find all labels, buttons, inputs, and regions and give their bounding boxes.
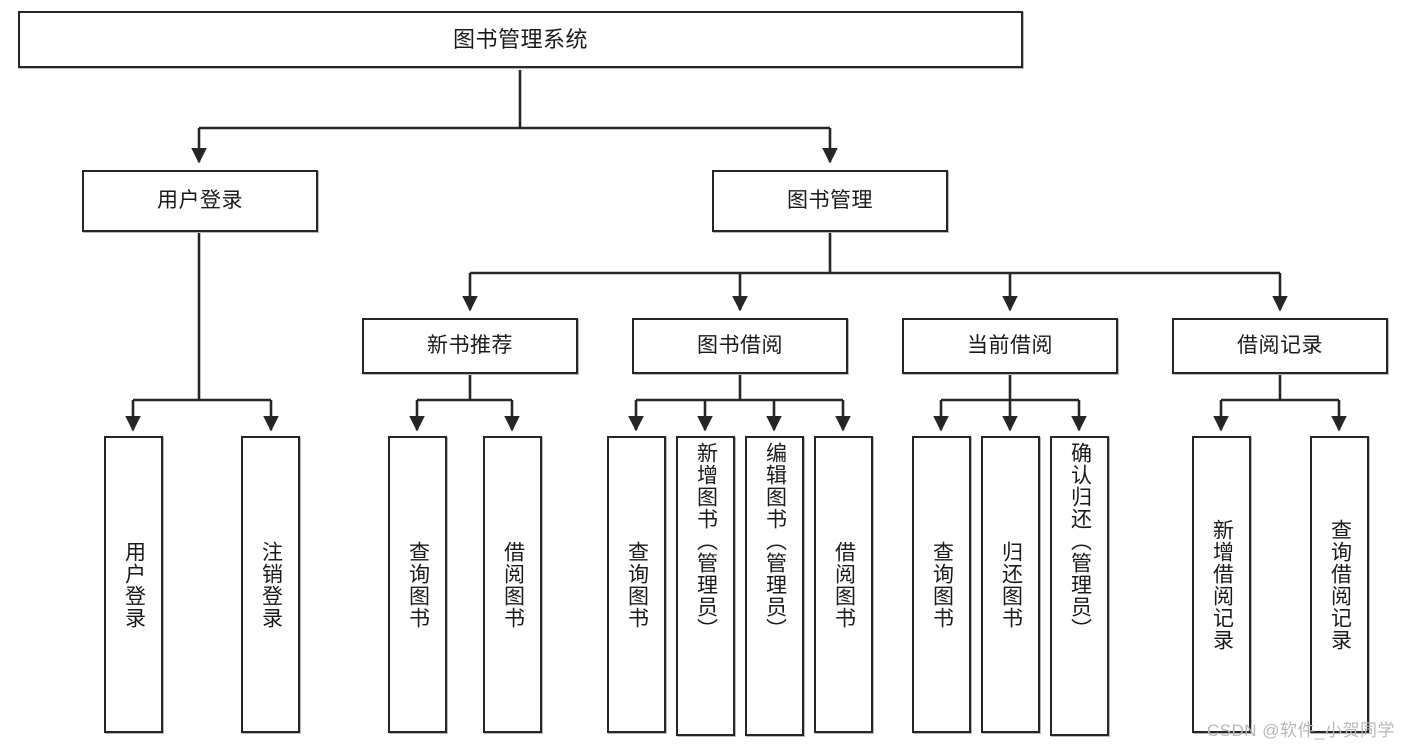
leaf-confirm-return-admin[interactable]: 确认归还（管理员） — [1050, 436, 1109, 736]
node-label: 图书管理 — [787, 188, 873, 212]
node-root-system[interactable]: 图书管理系统 — [18, 11, 1023, 68]
node-label: 编辑图书（管理员） — [763, 442, 787, 640]
leaf-user-login[interactable]: 用户登录 — [104, 436, 163, 733]
node-label: 确认归还（管理员） — [1068, 442, 1092, 640]
node-label: 图书管理系统 — [452, 26, 588, 52]
leaf-borrow-book-recommend[interactable]: 借阅图书 — [483, 436, 542, 733]
leaf-add-book-admin[interactable]: 新增图书（管理员） — [676, 436, 735, 736]
node-label: 查询借阅记录 — [1328, 518, 1352, 651]
node-label: 借阅记录 — [1237, 333, 1323, 357]
node-label: 归还图书 — [999, 540, 1023, 629]
node-label: 查询图书 — [406, 540, 430, 629]
node-label: 用户登录 — [122, 540, 146, 629]
node-user-login[interactable]: 用户登录 — [82, 170, 318, 232]
node-label: 当前借阅 — [967, 333, 1053, 357]
node-label: 借阅图书 — [501, 540, 525, 629]
node-new-book-recommend[interactable]: 新书推荐 — [362, 318, 578, 374]
leaf-query-book-current[interactable]: 查询图书 — [912, 436, 971, 733]
node-book-borrow[interactable]: 图书借阅 — [632, 318, 848, 374]
leaf-edit-book-admin[interactable]: 编辑图书（管理员） — [745, 436, 804, 736]
node-label: 新增图书（管理员） — [694, 442, 718, 640]
node-current-borrow[interactable]: 当前借阅 — [902, 318, 1118, 374]
leaf-return-book[interactable]: 归还图书 — [981, 436, 1040, 733]
node-label: 注销登录 — [259, 540, 283, 629]
leaf-query-borrow-record[interactable]: 查询借阅记录 — [1310, 436, 1369, 733]
node-book-management[interactable]: 图书管理 — [712, 170, 948, 232]
leaf-logout[interactable]: 注销登录 — [241, 436, 300, 733]
node-label: 查询图书 — [625, 540, 649, 629]
node-borrow-records[interactable]: 借阅记录 — [1172, 318, 1388, 374]
watermark-text: CSDN @软件_小贺同学 — [1206, 721, 1395, 740]
leaf-borrow-book[interactable]: 借阅图书 — [814, 436, 873, 733]
node-label: 用户登录 — [157, 188, 243, 212]
leaf-query-book-borrow[interactable]: 查询图书 — [607, 436, 666, 733]
leaf-query-book-recommend[interactable]: 查询图书 — [388, 436, 447, 733]
node-label: 新增借阅记录 — [1210, 518, 1234, 651]
leaf-add-borrow-record[interactable]: 新增借阅记录 — [1192, 436, 1251, 733]
node-label: 借阅图书 — [832, 540, 856, 629]
node-label: 图书借阅 — [697, 333, 783, 357]
node-label: 新书推荐 — [427, 333, 513, 357]
node-label: 查询图书 — [930, 540, 954, 629]
